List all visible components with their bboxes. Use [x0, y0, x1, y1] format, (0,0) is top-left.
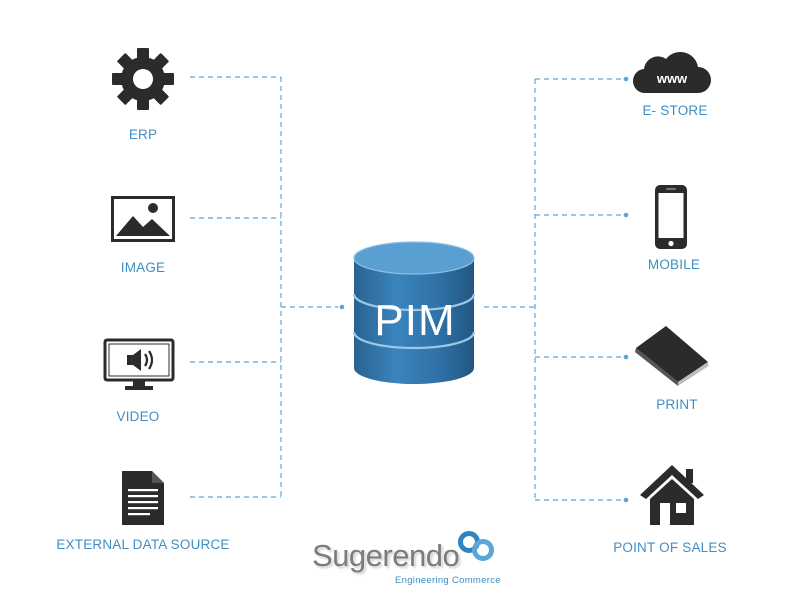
brand-rings-icon	[458, 531, 494, 561]
brand-logo-text: Sugerendo	[312, 538, 460, 573]
cloud-www-icon: www	[632, 51, 711, 94]
output-label-print: PRINT	[656, 397, 698, 412]
image-icon	[111, 196, 175, 242]
connector-dot	[623, 212, 629, 218]
connector-dot	[623, 354, 629, 360]
source-label-external-data-source: EXTERNAL DATA SOURCE	[56, 537, 230, 552]
connector-dot	[339, 304, 345, 310]
pim-label: PIM	[374, 296, 456, 345]
house-icon	[640, 465, 704, 525]
source-label-video: VIDEO	[116, 409, 160, 424]
output-label-mobile: MOBILE	[647, 257, 701, 272]
source-label-image: IMAGE	[120, 260, 166, 275]
output-label-point-of-sales: POINT OF SALES	[613, 540, 727, 555]
gear-icon	[112, 48, 174, 110]
output-label-e-store: E- STORE	[642, 103, 708, 118]
cloud-www-text: www	[656, 71, 688, 86]
brand-tagline: Engineering Commerce	[395, 575, 501, 586]
connector-dot	[623, 76, 629, 82]
source-label-erp: ERP	[128, 127, 158, 142]
smartphone-icon	[655, 185, 687, 249]
book-icon	[635, 326, 709, 386]
connector-dot	[623, 497, 629, 503]
monitor-speaker-icon	[103, 338, 175, 390]
document-icon	[122, 471, 164, 525]
database-icon	[352, 241, 476, 384]
